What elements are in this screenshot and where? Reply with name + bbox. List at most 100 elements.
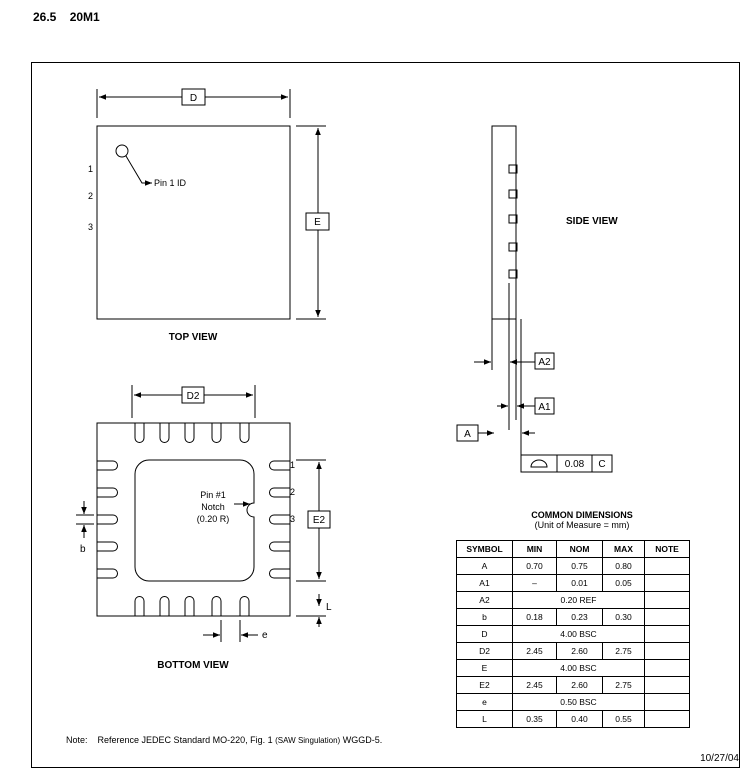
column-header: MIN [512,540,557,558]
table-cell: A2 [456,591,513,609]
table-cell: e [456,693,513,711]
note-doc: WGGD-5. [342,735,383,745]
table-cell: 0.20 REF [512,591,645,609]
table-row: D 4.00 BSC [456,625,690,643]
table-cell: 2.60 [556,676,603,694]
dim-a1-label: A1 [538,402,551,413]
note-sub: (SAW Singulation) [275,736,341,745]
table-cell: 0.05 [602,574,645,592]
dimensions-unit: (Unit of Measure = mm) [534,520,630,530]
table-cell [644,676,690,694]
table-row: D2 2.45 2.60 2.75 [456,642,690,660]
dimensions-caption: COMMON DIMENSIONS (Unit of Measure = mm) [456,510,708,530]
table-row: E2 2.45 2.60 2.75 [456,676,690,694]
table-cell: – [512,574,557,592]
section-heading: 26.5 20M1 [33,10,100,24]
table-header-row: SYMBOL MIN NOM MAX NOTE [456,540,690,558]
table-cell [644,642,690,660]
table-cell: 2.45 [512,642,557,660]
table-row: L 0.35 0.40 0.55 [456,710,690,728]
table-cell: 2.60 [556,642,603,660]
bottom-pin-number: 2 [290,487,295,497]
table-cell [644,659,690,677]
section-number: 26.5 [33,10,57,24]
top-pin-number: 1 [88,164,93,174]
dim-d-label: D [190,93,197,104]
table-cell: 0.75 [556,557,603,575]
dim-e-pitch-label: e [262,630,268,641]
pin1-leader [125,155,152,186]
table-cell [644,591,690,609]
table-cell [644,710,690,728]
table-cell: 4.00 BSC [512,659,645,677]
table-cell: E [456,659,513,677]
dim-e-label: E [314,217,321,228]
dim-b-label: b [80,544,86,555]
table-cell: 0.23 [556,608,603,626]
table-cell: D2 [456,642,513,660]
table-cell: b [456,608,513,626]
table-cell [644,693,690,711]
bottom-view [76,385,331,642]
exposed-pad [134,459,255,582]
bottom-view-title: BOTTOM VIEW [157,660,229,671]
table-cell: 4.00 BSC [512,625,645,643]
table-cell: 2.75 [602,676,645,694]
notch-label-line: Notch [201,502,225,512]
dimensions-title: COMMON DIMENSIONS [531,510,633,520]
table-row: A2 0.20 REF [456,591,690,609]
drawing-date: 10/27/04 [700,753,739,764]
dim-d2-label: D2 [187,391,200,402]
column-header: MAX [602,540,645,558]
table-cell [644,574,690,592]
dim-a2-label: A2 [538,357,551,368]
note-text: Reference JEDEC Standard MO-220, Fig. 1 [97,735,273,745]
column-header: SYMBOL [456,540,513,558]
bottom-view-body [96,422,291,617]
table-cell: L [456,710,513,728]
table-row: e 0.50 BSC [456,693,690,711]
top-view-title: TOP VIEW [169,332,218,343]
table-cell: 0.80 [602,557,645,575]
pin1-id-label: Pin 1 ID [154,178,187,188]
table-row: A1 – 0.01 0.05 [456,574,690,592]
section-name: 20M1 [69,10,100,24]
table-cell [644,608,690,626]
table-cell: E2 [456,676,513,694]
dimensions-table: SYMBOL MIN NOM MAX NOTE A 0.70 0.75 0.80… [456,540,690,728]
table-cell: 0.01 [556,574,603,592]
dim-l-label: L [326,602,332,613]
table-cell: 0.70 [512,557,557,575]
table-cell: 0.35 [512,710,557,728]
table-row: b 0.18 0.23 0.30 [456,608,690,626]
dim-a-label: A [464,429,471,440]
top-view [96,88,330,320]
table-cell: 0.50 BSC [512,693,645,711]
drawing-frame [31,62,740,768]
table-cell: 0.55 [602,710,645,728]
reference-note: Note: Reference JEDEC Standard MO-220, F… [66,735,382,745]
side-view [456,125,613,473]
bottom-pin-number: 1 [290,460,295,470]
side-view-title: SIDE VIEW [566,216,618,227]
table-row: A 0.70 0.75 0.80 [456,557,690,575]
table-cell: 2.75 [602,642,645,660]
table-cell: 0.40 [556,710,603,728]
bottom-pin-number: 3 [290,514,295,524]
flatness-datum: C [598,459,605,470]
flatness-value: 0.08 [565,459,585,470]
top-view-body [96,125,291,320]
note-label: Note: [66,735,88,745]
top-pin-number: 3 [88,222,93,232]
table-cell: D [456,625,513,643]
notch-label-line: Pin #1 [200,490,226,500]
flatness-symbol [530,459,548,468]
notch-label-line: (0.20 R) [197,514,230,524]
table-cell [644,625,690,643]
pin1-id-mark [115,144,129,158]
column-header: NOTE [644,540,690,558]
table-row: E 4.00 BSC [456,659,690,677]
column-header: NOM [556,540,603,558]
top-pin-number: 2 [88,191,93,201]
